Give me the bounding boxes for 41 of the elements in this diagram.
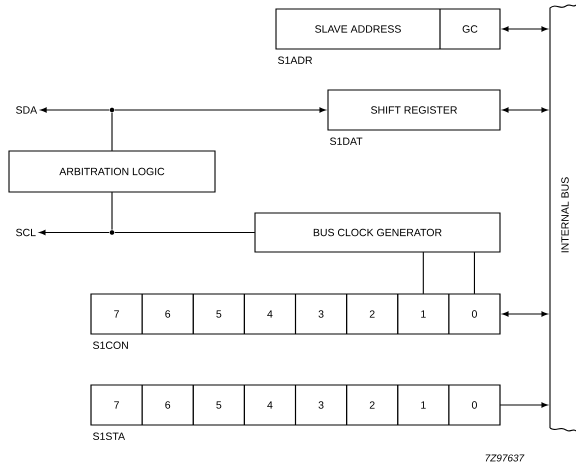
bit-cell: 4	[244, 384, 296, 426]
bit-cell: 0	[448, 384, 501, 426]
arrow	[502, 26, 548, 32]
bit-cell: 0	[448, 293, 501, 335]
signal-label: SDA	[16, 106, 38, 114]
register-name: S1STA	[93, 432, 126, 440]
connector-line	[111, 112, 113, 150]
drawing-number: 7Z97637	[486, 454, 524, 462]
register-box: GC	[439, 8, 501, 50]
bit-cell: 5	[192, 384, 245, 426]
connector-line	[422, 252, 424, 294]
connector-line	[114, 232, 254, 234]
register-box: SHIFT REGISTER	[327, 89, 501, 131]
connector-line	[474, 252, 475, 294]
bit-cell: 7	[90, 384, 143, 426]
bit-cell: 2	[346, 384, 398, 426]
arrow	[40, 107, 110, 113]
logic-box: ARBITRATION LOGIC	[8, 150, 216, 193]
bit-cell: 1	[397, 384, 450, 426]
register-name: S1CON	[93, 342, 128, 349]
bit-cell: 3	[294, 293, 348, 335]
logic-box: BUS CLOCK GENERATOR	[254, 212, 501, 253]
register-name: S1ADR	[278, 56, 312, 64]
arrow	[502, 107, 548, 113]
bus-bar: INTERNAL BUS	[549, 4, 576, 432]
register-box: SLAVE ADDRESS	[275, 8, 441, 50]
arrow	[114, 107, 326, 113]
connector-line	[111, 192, 113, 230]
arrow	[500, 402, 548, 408]
signal-label: SCL	[16, 228, 36, 236]
register-name: S1DAT	[330, 138, 362, 145]
bit-cell: 6	[142, 293, 194, 335]
bit-cell: 1	[397, 293, 450, 335]
bit-cell: 6	[142, 384, 194, 426]
bit-cell: 4	[244, 293, 296, 335]
arrow	[39, 230, 110, 236]
bit-cell: 3	[294, 384, 348, 426]
arrow	[502, 311, 548, 317]
bit-cell: 7	[90, 293, 143, 335]
bit-cell: 5	[192, 293, 245, 335]
bit-cell: 2	[346, 293, 398, 335]
